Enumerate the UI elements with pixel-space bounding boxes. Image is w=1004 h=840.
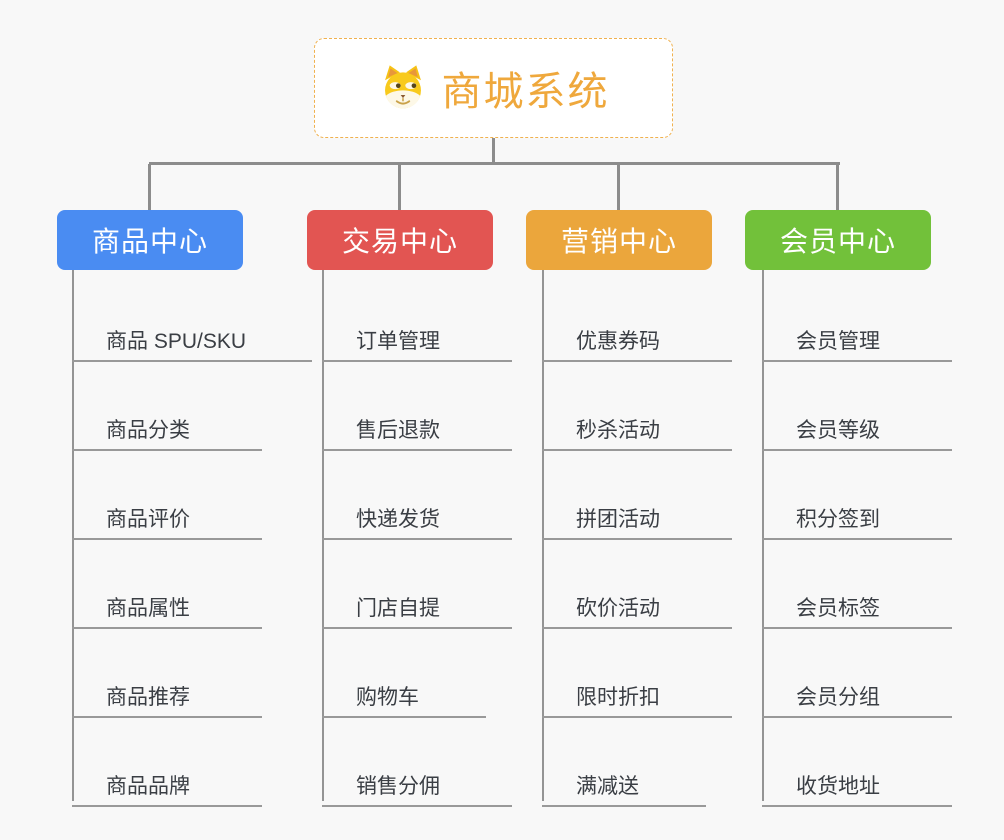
leaf-label: 拼团活动 — [576, 508, 660, 531]
leaf-node[interactable]: 积分签到 — [762, 489, 952, 540]
leaf-node[interactable]: 商品评价 — [72, 489, 262, 540]
leaf-node[interactable]: 快递发货 — [322, 489, 512, 540]
leaf-node[interactable]: 会员分组 — [762, 667, 952, 718]
leaf-label: 商品分类 — [106, 419, 190, 442]
leaf-label: 订单管理 — [356, 330, 440, 353]
leaf-node[interactable]: 砍价活动 — [542, 578, 732, 629]
leaf-node[interactable]: 商品属性 — [72, 578, 262, 629]
leaf-label: 会员标签 — [796, 597, 880, 620]
leaf-node[interactable]: 订单管理 — [322, 311, 512, 362]
leaf-label: 会员分组 — [796, 686, 880, 709]
connector-drop-branch-4 — [836, 164, 839, 212]
connector-column-line-1 — [72, 270, 74, 801]
leaf-label: 商品品牌 — [106, 775, 190, 798]
leaf-label: 商品属性 — [106, 597, 190, 620]
leaf-node[interactable]: 满减送 — [542, 756, 706, 807]
doge-face-icon — [378, 63, 428, 113]
branch-node-marketing-center[interactable]: 营销中心 — [526, 210, 712, 270]
connector-drop-branch-2 — [398, 164, 401, 212]
leaf-node[interactable]: 商品分类 — [72, 400, 262, 451]
branch-label: 交易中心 — [341, 226, 458, 257]
leaf-node[interactable]: 购物车 — [322, 667, 486, 718]
root-node[interactable]: 商城系统 — [314, 38, 673, 138]
branch-label: 商品中心 — [91, 226, 208, 257]
connector-drop-branch-3 — [617, 164, 620, 212]
leaf-node[interactable]: 会员管理 — [762, 311, 952, 362]
leaf-label: 限时折扣 — [576, 686, 660, 709]
leaf-node[interactable]: 商品 SPU/SKU — [72, 311, 312, 362]
leaf-label: 会员等级 — [796, 419, 880, 442]
leaf-label: 售后退款 — [356, 419, 440, 442]
leaf-node[interactable]: 会员等级 — [762, 400, 952, 451]
leaf-node[interactable]: 门店自提 — [322, 578, 512, 629]
connector-column-line-3 — [542, 270, 544, 801]
leaf-label: 优惠券码 — [576, 330, 660, 353]
leaf-node[interactable]: 拼团活动 — [542, 489, 732, 540]
root-node-label: 商城系统 — [441, 70, 610, 114]
connector-column-line-4 — [762, 270, 764, 801]
leaf-node[interactable]: 会员标签 — [762, 578, 952, 629]
leaf-label: 门店自提 — [356, 597, 440, 620]
leaf-node[interactable]: 销售分佣 — [322, 756, 512, 807]
leaf-node[interactable]: 商品推荐 — [72, 667, 262, 718]
leaf-node[interactable]: 商品品牌 — [72, 756, 262, 807]
leaf-label: 商品评价 — [106, 508, 190, 531]
leaf-node[interactable]: 优惠券码 — [542, 311, 732, 362]
branch-node-member-center[interactable]: 会员中心 — [745, 210, 931, 270]
leaf-label: 商品推荐 — [106, 686, 190, 709]
leaf-label: 会员管理 — [796, 330, 880, 353]
branch-label: 营销中心 — [560, 226, 677, 257]
leaf-label: 秒杀活动 — [576, 419, 660, 442]
leaf-label: 快递发货 — [356, 508, 440, 531]
leaf-node[interactable]: 售后退款 — [322, 400, 512, 451]
leaf-node[interactable]: 限时折扣 — [542, 667, 732, 718]
leaf-label: 购物车 — [356, 686, 419, 709]
connector-root-stub — [492, 137, 495, 165]
leaf-label: 销售分佣 — [356, 775, 440, 798]
connector-horizontal-bar — [149, 162, 840, 165]
branch-node-product-center[interactable]: 商品中心 — [57, 210, 243, 270]
leaf-node[interactable]: 收货地址 — [762, 756, 952, 807]
connector-column-line-2 — [322, 270, 324, 801]
leaf-label: 商品 SPU/SKU — [106, 330, 247, 353]
leaf-label: 积分签到 — [796, 508, 880, 531]
branch-node-trade-center[interactable]: 交易中心 — [307, 210, 493, 270]
leaf-label: 收货地址 — [796, 775, 880, 798]
connector-drop-branch-1 — [148, 164, 151, 212]
branch-label: 会员中心 — [779, 226, 896, 257]
leaf-node[interactable]: 秒杀活动 — [542, 400, 732, 451]
leaf-label: 满减送 — [576, 775, 639, 798]
leaf-label: 砍价活动 — [576, 597, 660, 620]
